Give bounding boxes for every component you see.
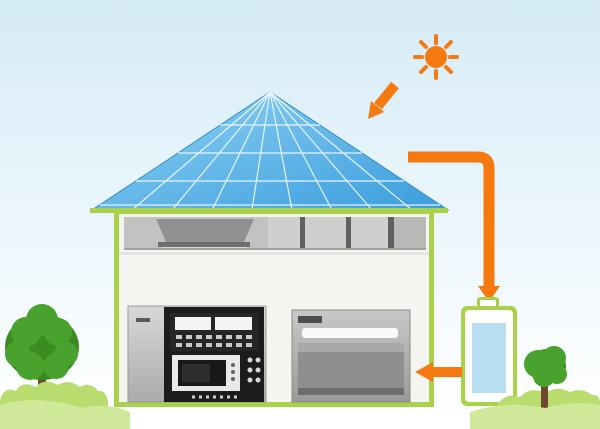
sun-core <box>425 46 447 68</box>
microwave-button <box>231 363 235 367</box>
sun-ray <box>444 65 453 74</box>
battery-charge-level <box>472 323 506 393</box>
tree-crown-lobe <box>11 317 41 347</box>
tree-crown <box>5 304 78 380</box>
panel-grid-line <box>251 91 271 211</box>
microwave-button <box>231 370 235 374</box>
roof-eave-line <box>90 208 448 213</box>
window-divider <box>300 217 305 248</box>
knob <box>247 377 253 383</box>
dishwasher-unit <box>291 309 411 403</box>
knob <box>247 357 253 363</box>
upper-floor-windows <box>124 217 426 250</box>
knob <box>255 357 261 363</box>
door-top-strip <box>298 343 404 352</box>
arrow-shaft <box>374 81 399 110</box>
arrow-head <box>415 362 433 382</box>
solar-panel-grid <box>100 91 440 211</box>
battery-terminal-inner <box>480 300 496 308</box>
door-kick-plate <box>298 388 404 395</box>
panel-grid-line <box>269 91 293 211</box>
panel-grid-line <box>269 91 413 211</box>
arrow-sun-to-roof <box>368 81 399 119</box>
brand-badge <box>298 316 322 323</box>
cabinet-vent <box>136 318 150 322</box>
tree-crown-lobe <box>542 346 566 370</box>
right-tree <box>524 346 567 408</box>
tree-crown-lobe <box>44 318 72 346</box>
knob <box>247 367 253 373</box>
vent-hood-band <box>158 242 250 247</box>
panel-grid-line <box>131 91 271 211</box>
window-divider <box>346 217 351 248</box>
tree-crown <box>524 346 567 387</box>
panel-grid-line <box>211 91 271 211</box>
battery <box>461 297 517 406</box>
handle-slot <box>302 328 398 338</box>
tree-crown-lobe <box>43 353 69 379</box>
tree-trunk <box>541 382 548 408</box>
tree-crown-lobe <box>533 365 555 387</box>
tree-crown-lobe <box>16 352 44 380</box>
floor-divider <box>119 252 429 255</box>
vent-hood <box>156 219 254 242</box>
window-row-shadow <box>124 248 426 250</box>
oven-range-unit <box>127 305 267 403</box>
left-grass <box>0 400 130 429</box>
knob <box>255 367 261 373</box>
house <box>90 208 448 407</box>
display-window <box>175 317 211 330</box>
arrow-head <box>368 101 384 119</box>
window-panel <box>394 217 426 248</box>
panel-grid-line <box>171 91 271 211</box>
arrow-battery-to-appliances <box>415 362 462 382</box>
arrow-shaft <box>408 151 495 288</box>
sun-icon <box>413 34 459 80</box>
microwave-glass <box>182 364 210 382</box>
panel-grid-line <box>269 91 333 211</box>
window-divider <box>388 217 394 248</box>
arrow-roof-to-battery <box>408 151 500 302</box>
microwave-button <box>231 377 235 381</box>
panel-grid-line <box>269 91 373 211</box>
kitchen-appliances <box>127 305 411 403</box>
display-window <box>215 317 252 330</box>
sun-ray <box>419 65 428 74</box>
sun-ray <box>419 40 428 49</box>
vegetation <box>0 304 600 429</box>
arrow-head <box>478 286 500 302</box>
knob <box>255 377 261 383</box>
right-grass <box>470 403 600 429</box>
sun-ray <box>444 40 453 49</box>
